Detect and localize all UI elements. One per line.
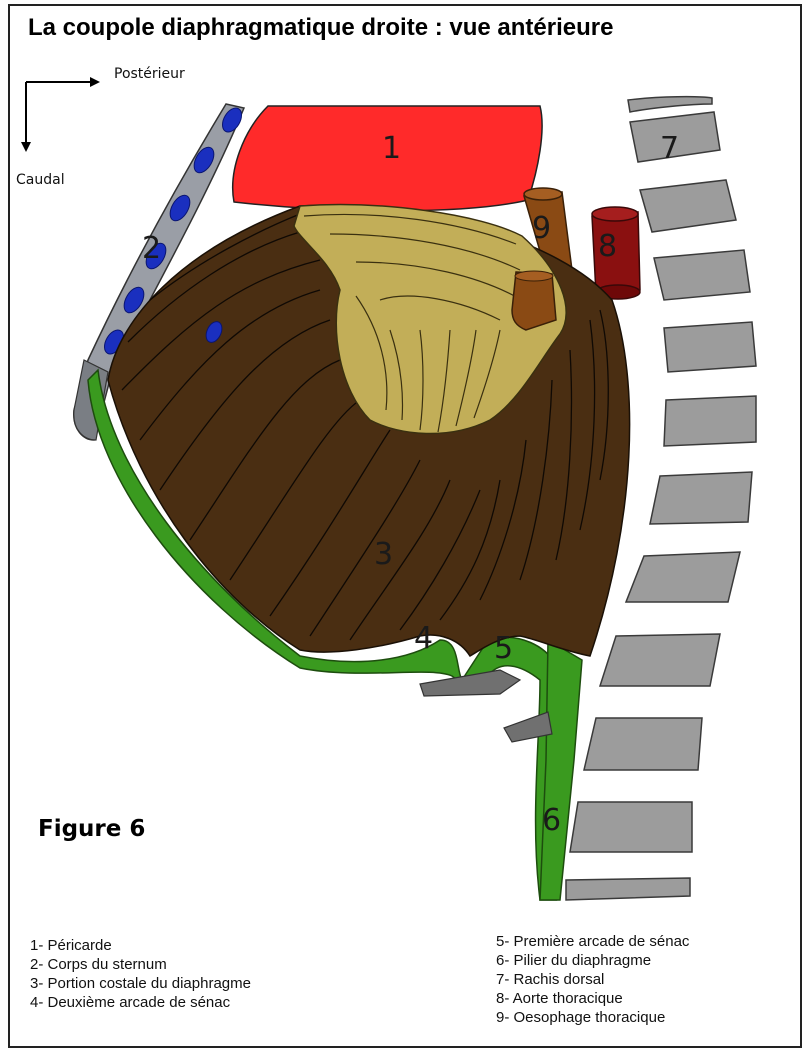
legend-item: 1- Péricarde (30, 936, 251, 955)
esophageal-hiatus (512, 271, 556, 330)
label-1: 1 (382, 131, 401, 166)
posterior-label: Postérieur (114, 66, 185, 82)
label-5: 5 (494, 631, 513, 666)
caudal-label: Caudal (16, 172, 65, 188)
legend-item: 6- Pilier du diaphragme (496, 951, 689, 970)
legend-item: 2- Corps du sternum (30, 955, 251, 974)
label-9: 9 (532, 211, 551, 246)
legend-item: 8- Aorte thoracique (496, 989, 689, 1008)
label-4: 4 (414, 621, 433, 656)
label-3: 3 (374, 537, 393, 572)
legend-item: 3- Portion costale du diaphragme (30, 974, 251, 993)
legend-item: 9- Oesophage thoracique (496, 1008, 689, 1027)
legend-item: 7- Rachis dorsal (496, 970, 689, 989)
legend-item: 5- Première arcade de sénac (496, 932, 689, 951)
figure-label: Figure 6 (38, 816, 145, 842)
legend-item: 4- Deuxième arcade de sénac (30, 993, 251, 1012)
label-7: 7 (660, 131, 679, 166)
orientation-arrows (21, 77, 100, 152)
legend-right: 5- Première arcade de sénac 6- Pilier du… (496, 932, 689, 1027)
label-2: 2 (142, 231, 161, 266)
label-8: 8 (598, 229, 617, 264)
legend-left: 1- Péricarde 2- Corps du sternum 3- Port… (30, 936, 251, 1012)
label-6: 6 (542, 803, 561, 838)
